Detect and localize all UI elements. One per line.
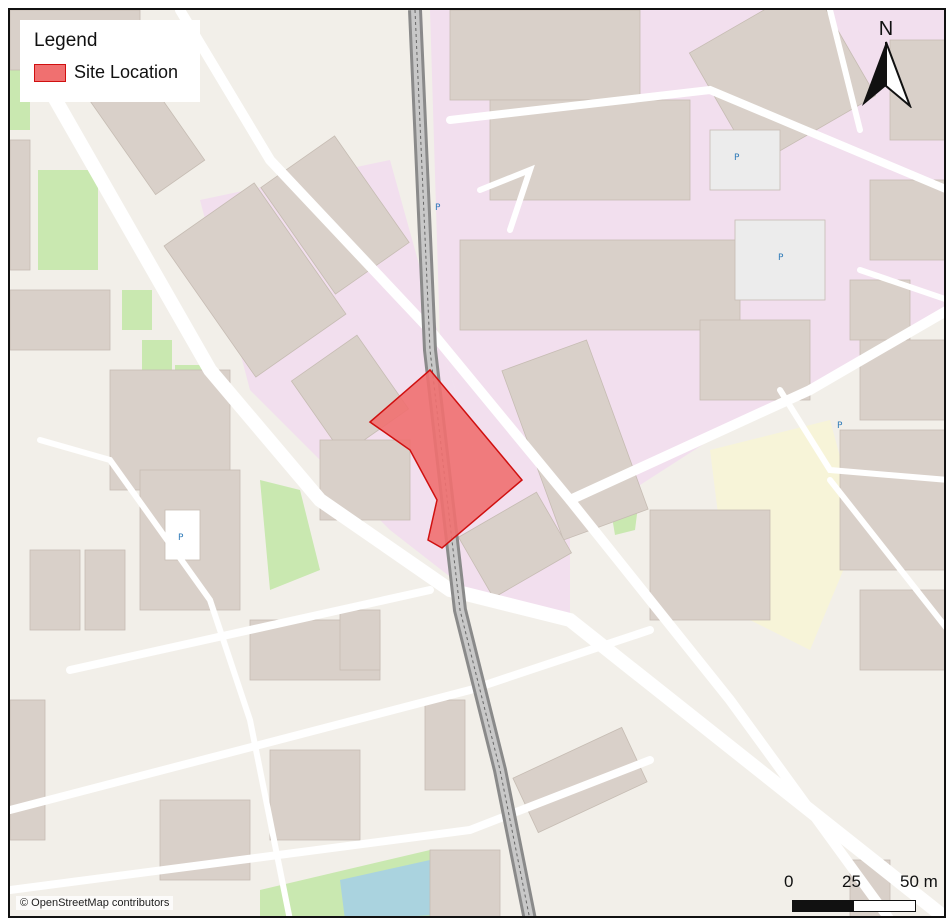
building [29,549,81,631]
scale-label-0: 0 [784,872,794,891]
green-area [38,170,98,270]
building [457,491,573,599]
building [339,609,381,671]
road [477,164,535,233]
parking-icon: P [778,253,784,263]
building [859,589,944,671]
road [827,477,944,630]
basemap[interactable]: P P P P P [10,10,946,918]
scale-label-25: 25 [842,872,861,891]
legend-item-label: Site Location [74,62,179,82]
building [10,699,46,841]
site-location-swatch [34,63,66,82]
railway-line [414,10,530,916]
parking-icon: P [837,421,843,431]
building [734,219,826,301]
green-area [122,290,152,330]
railway [408,10,537,916]
building [869,179,944,261]
scale-segment-black [793,901,854,911]
north-arrow-icon [862,41,912,108]
buildings [10,10,944,916]
water-area [340,860,435,916]
roads [10,10,944,916]
site-location-polygon[interactable] [368,368,524,549]
map-attribution: © OpenStreetMap contributors [16,896,174,910]
building [849,279,911,341]
building [84,549,126,631]
road [10,626,654,814]
building [424,699,466,791]
building [10,289,111,351]
scale-segment-white [854,901,915,911]
road [37,437,293,916]
road [827,10,863,133]
legend-title: Legend [34,30,98,51]
parking-icons: P P P P P [178,153,843,543]
scale-label-50: 50 m [900,872,938,891]
building [459,239,741,331]
building [269,749,361,841]
building [449,10,641,101]
green-area [142,340,172,370]
road [857,267,944,302]
road [777,387,944,483]
building [709,129,781,191]
building [512,726,648,834]
building [839,429,944,571]
road [43,83,944,916]
legend: Legend Site Location [20,20,200,102]
building [649,509,771,621]
parking-icon: P [435,203,441,213]
north-arrow: N [858,18,914,108]
road [565,306,944,505]
building [163,182,347,378]
green-area [260,480,320,590]
north-label: N [878,18,894,40]
scale-bar: 0 25 50 m [780,872,944,916]
building [699,319,811,401]
building [10,139,31,271]
building [429,849,501,916]
legend-item-site-location: Site Location [34,62,186,83]
road [175,10,894,916]
road [66,586,434,674]
road [446,85,944,193]
map-frame[interactable]: P P P P P Legend Site Location N © OpenS… [8,8,946,918]
parking-icon: P [734,153,740,163]
scale-bar-segments [792,900,916,912]
parking-icon: P [178,533,184,543]
road [10,756,654,894]
